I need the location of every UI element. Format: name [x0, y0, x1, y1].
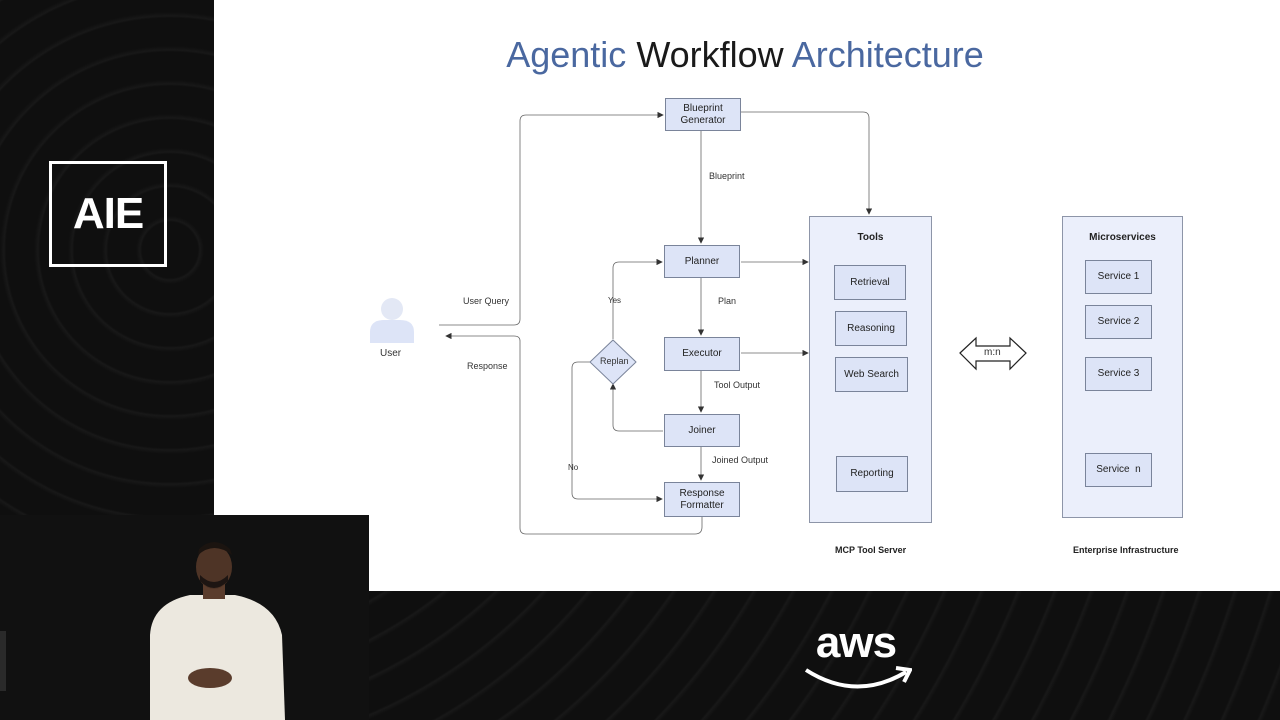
aws-logo: aws	[800, 618, 912, 692]
microservices-panel: Microservices Service 1 Service 2 Servic…	[1062, 216, 1183, 518]
aie-logo: AIE	[49, 161, 167, 267]
aws-logo-text: aws	[815, 618, 897, 667]
title-word-agentic: Agentic	[506, 34, 627, 75]
tool-reasoning-label: Reasoning	[847, 322, 895, 334]
edge-no	[571, 361, 663, 503]
user-head	[381, 298, 403, 320]
response-formatter-node: Response Formatter	[664, 482, 740, 517]
edge-response	[445, 332, 703, 535]
planner-label: Planner	[684, 255, 720, 267]
service-2: Service 2	[1085, 305, 1152, 339]
executor-label: Executor	[682, 348, 722, 359]
speaker-figure	[0, 515, 369, 720]
joined-output-label: Joined Output	[712, 455, 769, 465]
service-2-label: Service 2	[1097, 316, 1140, 327]
logo-text: AIE	[72, 189, 144, 238]
response-label: Response	[467, 361, 508, 371]
user-body	[370, 320, 414, 343]
title-word-architecture: Architecture	[791, 34, 984, 75]
tool-web-search: Web Search	[835, 357, 908, 392]
mn-label: m:n	[984, 347, 1001, 358]
replan-label: Replan	[600, 356, 629, 366]
tools-title: Tools	[857, 232, 884, 243]
service-3-label: Service 3	[1097, 368, 1140, 379]
enterprise-infrastructure-caption: Enterprise Infrastructure	[1073, 545, 1179, 555]
mn-double-arrow	[959, 336, 1027, 371]
edge-blueprint-to-tools	[741, 111, 873, 215]
mcp-tool-server-caption: MCP Tool Server	[835, 545, 907, 555]
no-label: No	[568, 463, 579, 472]
tool-web-search-label: Web Search	[844, 368, 899, 380]
planner-node: Planner	[664, 245, 740, 278]
tools-panel: Tools Retrieval Reasoning Web Search Rep…	[809, 216, 932, 523]
joiner-node: Joiner	[664, 414, 740, 447]
title-word-workflow: Workflow	[636, 34, 784, 75]
slide-title: Agentic Workflow Architecture	[214, 34, 1276, 76]
aws-smile-icon	[804, 666, 912, 689]
service-n: Service n	[1085, 453, 1152, 487]
tool-retrieval: Retrieval	[834, 265, 906, 300]
yes-label: Yes	[608, 296, 622, 305]
service-n-label: Service n	[1096, 464, 1141, 475]
speaker-video	[0, 515, 369, 720]
user-label: User	[380, 348, 402, 359]
service-1-label: Service 1	[1097, 271, 1140, 282]
edge-user-query	[439, 111, 664, 326]
response-formatter-label: Response Formatter	[679, 487, 725, 511]
service-3: Service 3	[1085, 357, 1152, 391]
edge-joiner-to-replan	[609, 383, 663, 432]
executor-node: Executor	[664, 337, 740, 371]
diagram-connectors	[370, 111, 1117, 535]
tool-reporting-label: Reporting	[850, 468, 894, 479]
presentation-slide: Agentic Workflow Architecture	[214, 0, 1280, 591]
edge-yes	[612, 258, 663, 339]
user-query-label: User Query	[463, 296, 510, 306]
blueprint-generator-label: Blueprint Generator	[680, 102, 726, 126]
tool-reporting: Reporting	[836, 456, 908, 492]
replan-diamond	[589, 339, 637, 385]
plan-label: Plan	[718, 296, 737, 306]
microservices-title: Microservices	[1089, 232, 1156, 243]
tool-reasoning: Reasoning	[835, 311, 907, 346]
tool-retrieval-label: Retrieval	[850, 276, 890, 288]
service-1: Service 1	[1085, 260, 1152, 294]
blueprint-generator-node: Blueprint Generator	[665, 98, 741, 131]
blueprint-label: Blueprint	[709, 171, 745, 181]
tool-output-label: Tool Output	[714, 380, 761, 390]
joiner-label: Joiner	[688, 424, 716, 436]
